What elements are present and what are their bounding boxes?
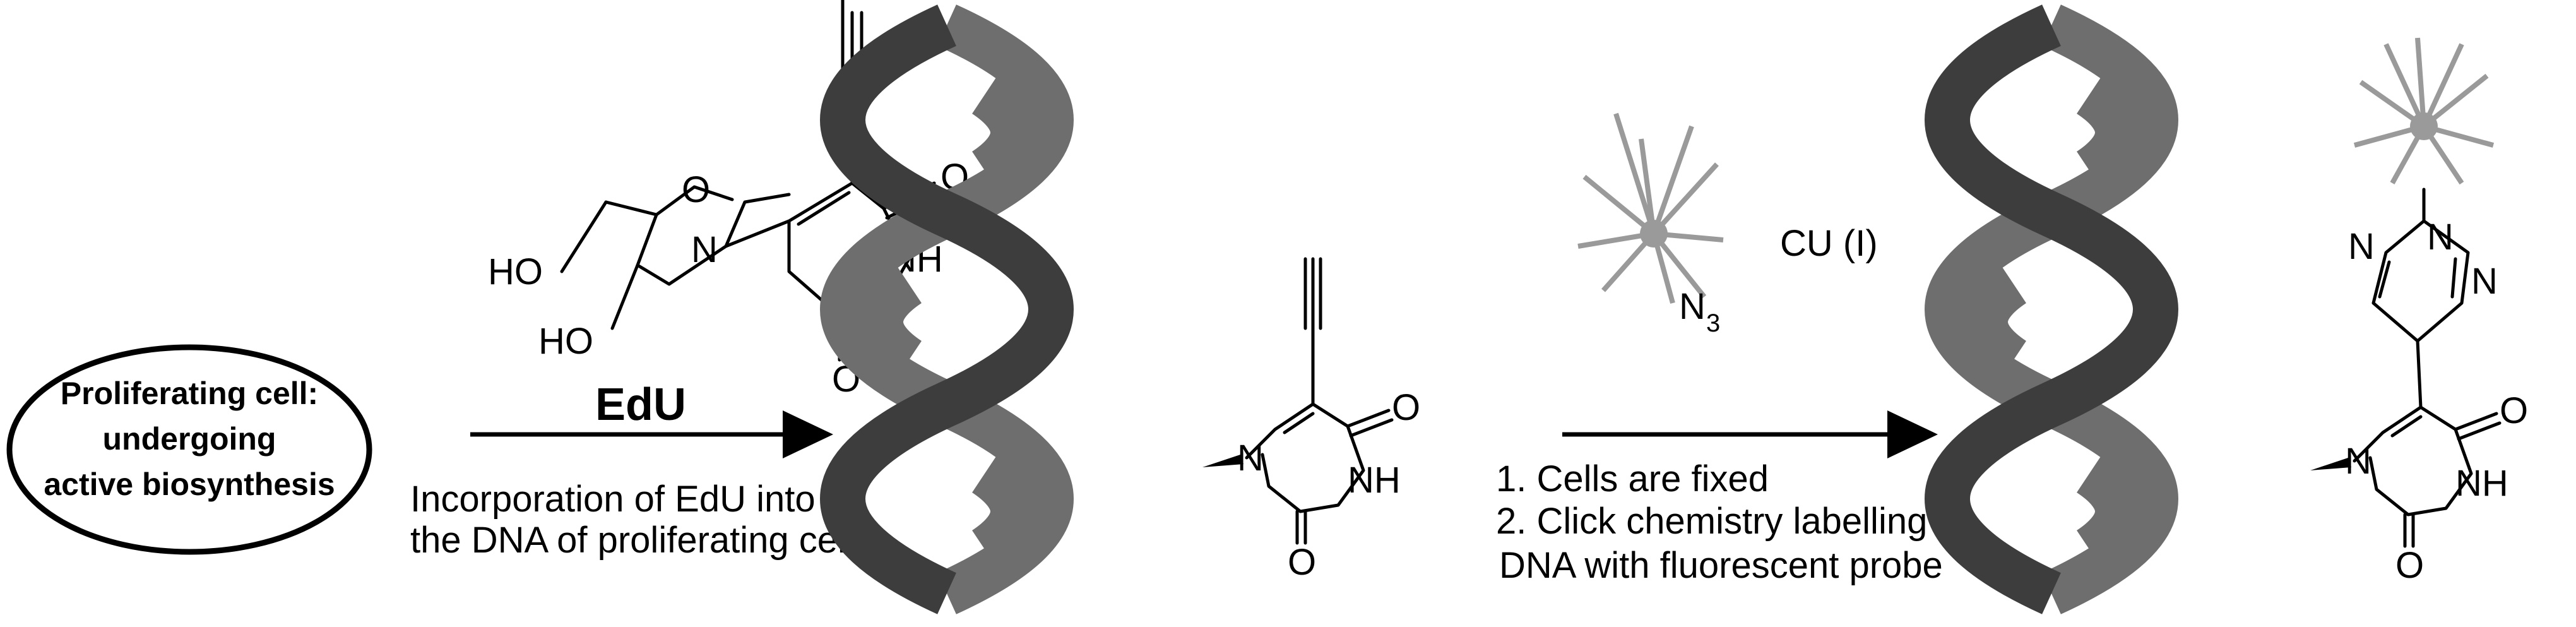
attached-n1: N bbox=[1237, 438, 1264, 479]
attached-nh: NH bbox=[1348, 460, 1401, 501]
edu-ho-top: HO bbox=[488, 251, 543, 292]
azide-subscript: 3 bbox=[1706, 309, 1720, 337]
product-nh: NH bbox=[2455, 463, 2508, 504]
edu-caption-line1: Incorporation of EdU into bbox=[410, 479, 816, 520]
edu-caption-line2: the DNA of proliferating cells bbox=[410, 520, 872, 561]
labelled-base: N N N N NH O O bbox=[2310, 188, 2528, 586]
triazole-n3: N bbox=[2471, 261, 2498, 302]
incorporation-arrow bbox=[470, 410, 833, 458]
cell-ellipse bbox=[6, 344, 372, 555]
attached-o-bottom: O bbox=[1288, 542, 1316, 583]
product-n1: N bbox=[2345, 441, 2371, 482]
edu-base-attached: N NH O O bbox=[1202, 257, 1420, 583]
cell-label-line2: undergoing bbox=[103, 421, 276, 457]
edu-label: EdU bbox=[595, 379, 686, 430]
azide-n: N bbox=[1679, 286, 1706, 327]
product-o-right: O bbox=[2500, 390, 2528, 431]
click-chemistry-arrow bbox=[1562, 410, 1938, 458]
proliferating-cell: Proliferating cell: undergoing active bi… bbox=[6, 344, 372, 555]
attached-probe-icon bbox=[2353, 37, 2495, 185]
step-2: 2. Click chemistry labelling of bbox=[1496, 501, 1969, 542]
product-o-bottom: O bbox=[2395, 545, 2424, 586]
dna-helix-1 bbox=[820, 4, 1074, 614]
edu-ho-bottom: HO bbox=[538, 321, 593, 362]
catalyst-label: CU (I) bbox=[1780, 223, 1878, 264]
edu-ring-o: O bbox=[682, 169, 710, 210]
cell-label-line1: Proliferating cell: bbox=[61, 376, 318, 411]
edu-n1: N bbox=[691, 229, 718, 270]
step-3: DNA with fluorescent probe bbox=[1499, 545, 1943, 586]
triazole-n1: N bbox=[2348, 226, 2375, 267]
cell-label-line3: active biosynthesis bbox=[44, 467, 335, 502]
step-1: 1. Cells are fixed bbox=[1496, 458, 1769, 499]
triazole-n2: N bbox=[2427, 217, 2454, 258]
fluorescent-probe-icon bbox=[1577, 112, 1724, 304]
attached-o-right: O bbox=[1392, 387, 1420, 428]
dna-helix-2 bbox=[1925, 4, 2178, 614]
